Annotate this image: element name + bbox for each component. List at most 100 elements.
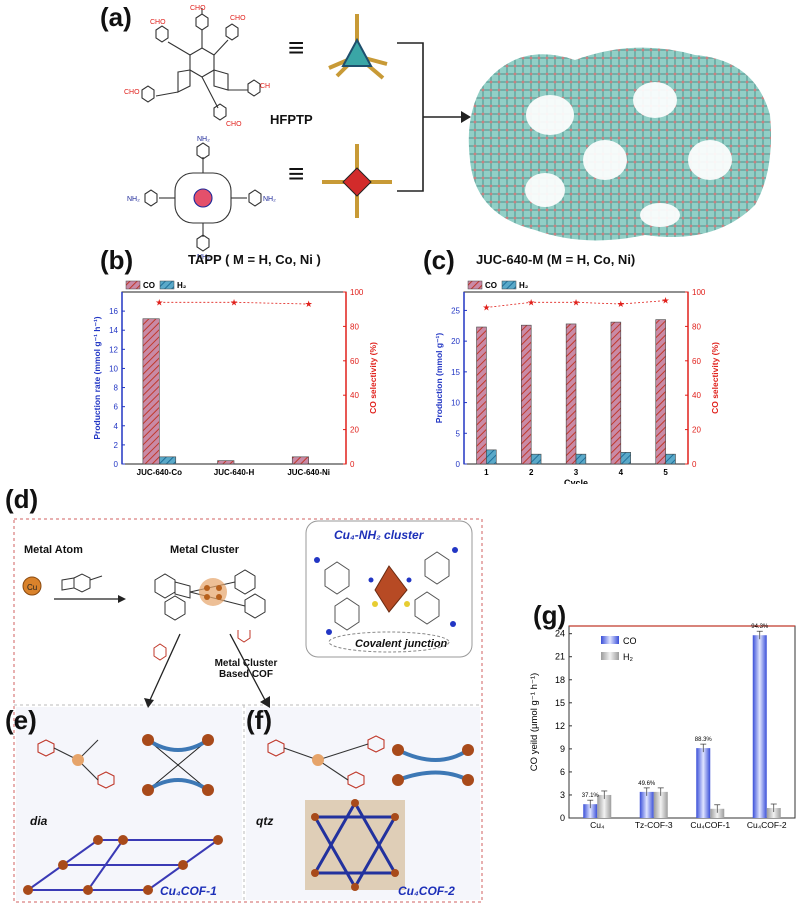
qtz-label: qtz <box>256 814 274 828</box>
cof-arrows <box>144 630 270 708</box>
cof1-name: Cu₄COF-1 <box>160 884 217 898</box>
c-y2tick-label: 0 <box>692 460 697 469</box>
b-bar-co <box>291 456 309 465</box>
reaction-arrow <box>397 42 471 192</box>
covalent-junction-label: Covalent junction <box>355 638 448 650</box>
cluster-inset-title: Cu₄-NH₂ cluster <box>334 528 424 542</box>
c-selectivity-point: ★ <box>662 296 670 306</box>
c-xtick-label: 1 <box>484 468 489 477</box>
juc-label: JUC-640-M (M = H, Co, Ni) <box>476 252 636 267</box>
c-ytick-label: 5 <box>456 429 461 438</box>
b-ylabel: Production rate (mmol g⁻¹ h⁻¹) <box>92 316 102 439</box>
svg-text:NH₂: NH₂ <box>263 196 276 203</box>
b-legend-h2-label: H₂ <box>177 281 187 290</box>
c-selectivity-point: ★ <box>617 299 625 309</box>
metal-cluster-label: Metal Cluster <box>170 544 240 556</box>
svg-text:CHO: CHO <box>190 5 206 12</box>
b-ytick-label: 10 <box>109 364 118 373</box>
c-bar-co <box>655 319 666 465</box>
b-bar-h2 <box>159 456 177 465</box>
g-legend-h2-label: H₂ <box>623 652 633 662</box>
g-bar-co <box>639 791 654 818</box>
c-selectivity-point: ★ <box>572 297 580 307</box>
c-xlabel: Cycle <box>564 478 588 484</box>
hfptp-label: HFPTP <box>270 112 313 127</box>
c-bar-h2 <box>486 449 497 465</box>
b-ytick-label: 0 <box>114 460 119 469</box>
c-bar-co <box>521 324 532 465</box>
panel-f-label: (f) <box>246 705 272 735</box>
c-selectivity-point: ★ <box>482 302 490 312</box>
c-bar-h2 <box>575 453 587 465</box>
cof1-network <box>23 835 223 895</box>
cof2-network <box>305 799 405 891</box>
g-ytick-label: 6 <box>560 767 565 777</box>
cu-atom-icon: Cu <box>22 573 103 596</box>
c-xtick-label: 2 <box>529 468 534 477</box>
g-ylabel: CO yeild (μmol g⁻¹ h⁻¹) <box>529 673 540 771</box>
synthesis-arrow <box>54 595 126 603</box>
chart-g: 0369121518212437.1%Cu₄49.6%Tz-COF-388.3%… <box>529 624 796 830</box>
c-xtick-label: 3 <box>574 468 579 477</box>
g-bar-h2 <box>710 808 725 818</box>
metal-atom-label: Metal Atom <box>24 544 83 556</box>
b-xtick-label: JUC-640-Co <box>137 468 182 477</box>
g-ytick-label: 0 <box>560 813 565 823</box>
b-y2label: CO selectivity (%) <box>368 342 378 414</box>
svg-text:CHO: CHO <box>150 19 166 26</box>
g-legend-co-swatch <box>601 636 619 644</box>
c-bar-h2 <box>620 452 631 465</box>
c-y2tick-label: 80 <box>692 322 701 331</box>
g-legend-co-label: CO <box>623 636 637 646</box>
porphyrin-icon <box>322 144 392 218</box>
b-y2tick-label: 0 <box>350 460 355 469</box>
b-y2tick-label: 80 <box>350 322 359 331</box>
c-bar-co <box>476 326 487 465</box>
b-y2tick-label: 60 <box>350 357 359 366</box>
b-selectivity-line <box>159 301 309 305</box>
g-annotation: 88.3% <box>695 737 713 743</box>
c-legend-co-swatch <box>467 280 483 290</box>
g-bar-co <box>696 748 711 818</box>
b-y2tick-label: 20 <box>350 426 359 435</box>
b-ytick-label: 4 <box>114 422 119 431</box>
c-y2tick-label: 60 <box>692 357 701 366</box>
c-bar-h2 <box>665 453 676 465</box>
b-selectivity-point: ★ <box>155 297 163 307</box>
c-selectivity-line <box>486 300 666 308</box>
c-legend-h2-label: H₂ <box>519 281 529 290</box>
g-bar-h2 <box>766 808 781 818</box>
c-legend-co-label: CO <box>485 281 497 290</box>
dia-label: dia <box>30 814 48 828</box>
tapp-structure: NH₂ NH₂ NH₂ NH₂ <box>127 136 276 260</box>
based-cof-line-2: Based COF <box>219 669 273 680</box>
c-selectivity-point: ★ <box>527 297 535 307</box>
c-y2label: CO selectivity (%) <box>710 342 720 414</box>
svg-text:NH₂: NH₂ <box>197 136 210 143</box>
g-annotation: 94.3% <box>751 624 769 630</box>
cof2-linker <box>267 735 474 789</box>
c-ytick-label: 0 <box>456 460 461 469</box>
svg-text:NH₂: NH₂ <box>197 254 210 260</box>
panel-c-label: (c) <box>423 245 455 275</box>
g-xtick-label: Cu₄COF-1 <box>690 820 730 830</box>
g-legend-h2-swatch <box>601 652 619 660</box>
cof2-name: Cu₄COF-2 <box>398 884 455 898</box>
b-xtick-label: JUC-640-H <box>214 468 255 477</box>
b-y2tick-label: 100 <box>350 288 364 297</box>
c-legend-h2-swatch <box>501 280 517 290</box>
g-bar-h2 <box>597 794 612 818</box>
c-y2tick-label: 40 <box>692 391 701 400</box>
tapp-label: TAPP ( M = H, Co, Ni ) <box>188 252 321 267</box>
g-ytick-label: 15 <box>555 698 565 708</box>
g-annotation: 37.1% <box>582 793 600 799</box>
b-ytick-label: 14 <box>109 326 118 335</box>
panel-d-label: (d) <box>5 484 39 514</box>
c-y2tick-label: 100 <box>692 288 706 297</box>
g-ytick-label: 9 <box>560 744 565 754</box>
b-ytick-label: 8 <box>114 384 119 393</box>
b-legend-h2-swatch <box>159 280 175 290</box>
b-selectivity-point: ★ <box>305 299 313 309</box>
